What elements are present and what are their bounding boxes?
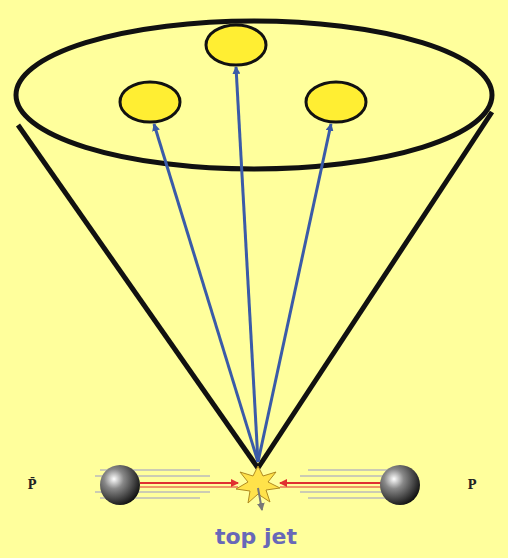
cone-side [258, 112, 492, 468]
top-arrow [258, 488, 262, 510]
collision-burst [236, 466, 280, 503]
proton-ball [380, 465, 420, 505]
jet-particle [206, 25, 266, 65]
antiproton-ball [100, 465, 140, 505]
cone-rim [16, 21, 492, 169]
jet-particle [306, 82, 366, 122]
beam-arrow [280, 487, 382, 488]
beam-arrow [140, 487, 238, 488]
jet-title: top jet [215, 524, 297, 549]
beam-arrow [140, 482, 238, 484]
beam-label: P̄ [27, 478, 36, 492]
beam-label: P [467, 478, 476, 492]
jet-particle [120, 82, 180, 122]
particle-arrow [236, 67, 258, 462]
particle-arrow [258, 124, 331, 462]
beam-arrow [280, 482, 382, 484]
cone-side [18, 125, 258, 468]
